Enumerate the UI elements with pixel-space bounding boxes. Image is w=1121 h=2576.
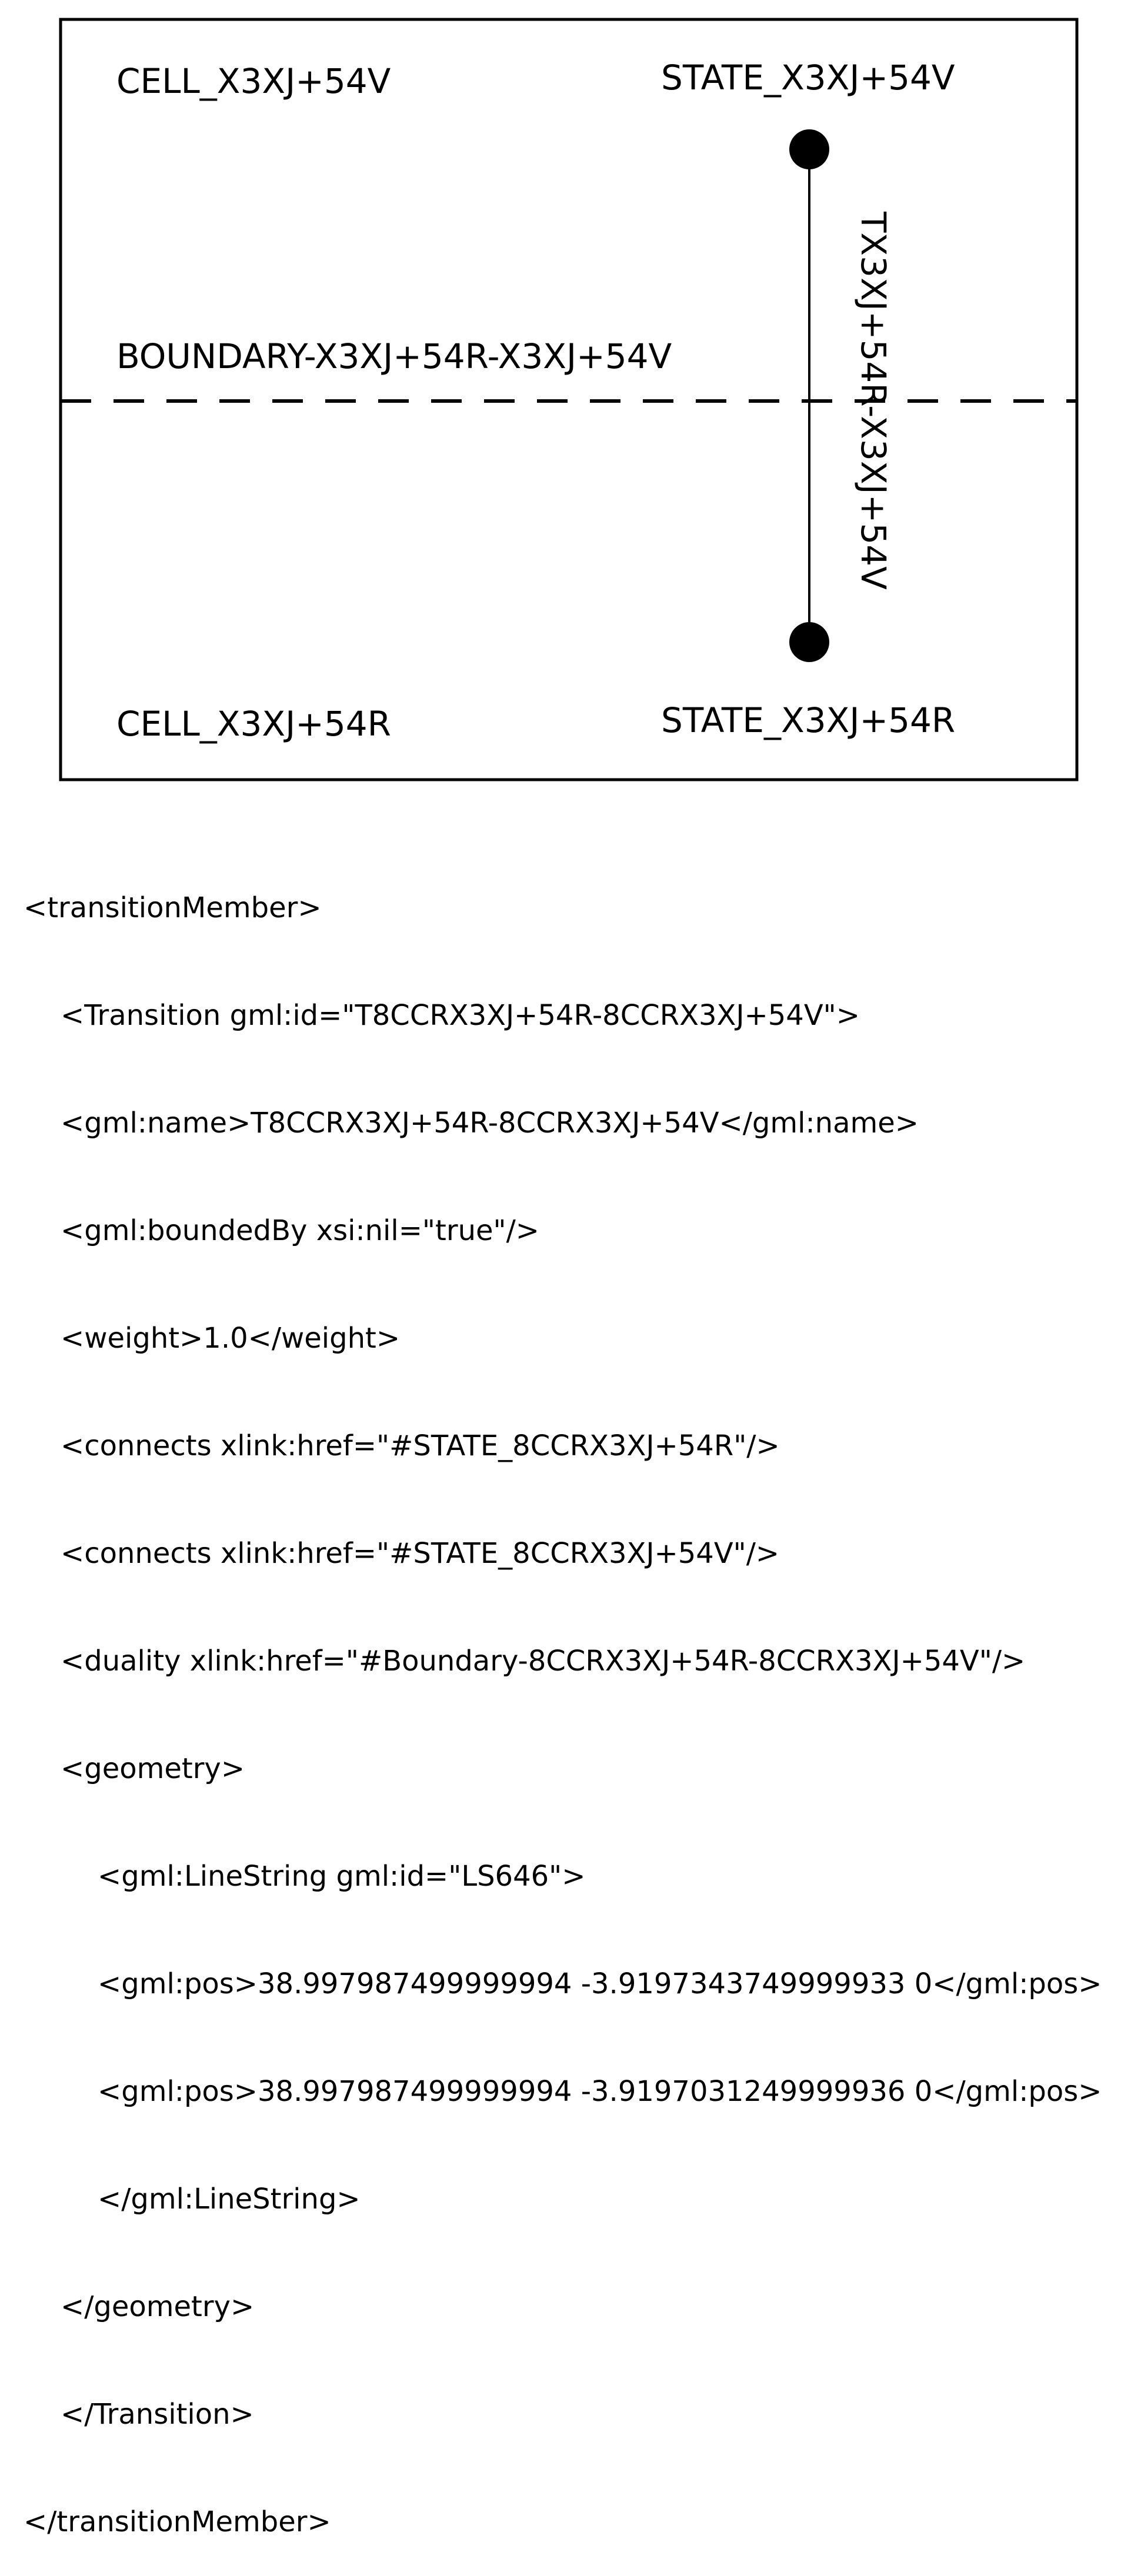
xml-line: <gml:boundedBy xsi:nil="true"/> — [61, 1214, 539, 1247]
xml-line: <connects xlink:href="#STATE_8CCRX3XJ+54… — [61, 1429, 780, 1462]
xml-line: </transitionMember> — [24, 2505, 331, 2538]
xml-line: <Transition gml:id="T8CCRX3XJ+54R-8CCRX3… — [61, 999, 860, 1032]
xml-line: <connects xlink:href="#STATE_8CCRX3XJ+54… — [61, 1537, 780, 1570]
state-label-lower: STATE_X3XJ+54R — [661, 700, 955, 740]
cell-label-upper: CELL_X3XJ+54V — [116, 61, 391, 101]
xml-line: <gml:pos>38.997987499999994 -3.919703124… — [98, 2075, 1102, 2108]
xml-line: </Transition> — [61, 2398, 254, 2431]
indoor-navigation-diagram: CELL_X3XJ+54V STATE_X3XJ+54V BOUNDARY-X3… — [59, 18, 1079, 781]
xml-line: <weight>1.0</weight> — [61, 1322, 401, 1355]
xml-line: <gml:pos>38.997987499999994 -3.919734374… — [98, 1967, 1102, 2000]
xml-line: <gml:name>T8CCRX3XJ+54R-8CCRX3XJ+54V</gm… — [61, 1107, 919, 1140]
boundary-label: BOUNDARY-X3XJ+54R-X3XJ+54V — [116, 336, 672, 376]
xml-listing: <transitionMember> <Transition gml:id="T… — [24, 818, 1102, 2576]
state-node-lower — [789, 622, 829, 662]
cell-label-lower: CELL_X3XJ+54R — [116, 704, 391, 744]
xml-line: </gml:LineString> — [98, 2183, 361, 2216]
xml-line: </geometry> — [61, 2290, 255, 2323]
xml-line: <geometry> — [61, 1752, 245, 1785]
state-node-upper — [789, 129, 829, 169]
xml-line: <duality xlink:href="#Boundary-8CCRX3XJ+… — [61, 1645, 1026, 1678]
transition-label: TX3XJ+54R-X3XJ+54V — [853, 211, 893, 590]
xml-line: <gml:LineString gml:id="LS646"> — [98, 1860, 586, 1893]
state-label-upper: STATE_X3XJ+54V — [661, 58, 955, 98]
xml-line: <transitionMember> — [24, 891, 322, 924]
